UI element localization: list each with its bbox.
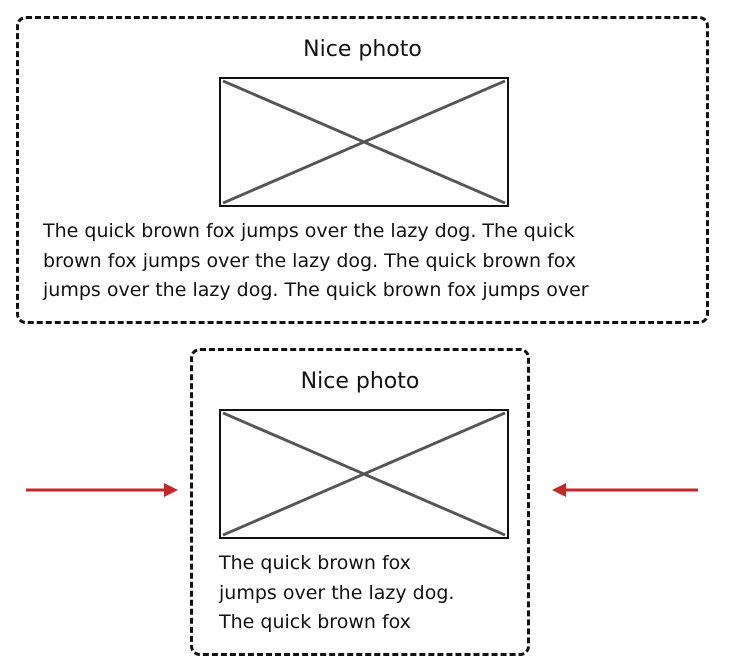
wide-card: Nice photo The quick brown fox jumps ove… bbox=[16, 16, 709, 324]
arrow-right-icon bbox=[26, 483, 178, 497]
body-line: The quick brown fox jumps over the lazy … bbox=[43, 220, 575, 242]
card-body-text: The quick brown fox jumps over the lazy … bbox=[43, 217, 589, 306]
arrow-left-icon bbox=[552, 483, 698, 497]
card-title: Nice photo bbox=[300, 369, 420, 394]
photo-placeholder bbox=[219, 409, 509, 539]
body-line: The quick brown fox bbox=[219, 552, 411, 574]
body-line: jumps over the lazy dog. bbox=[219, 581, 455, 604]
image-placeholder-icon bbox=[222, 411, 506, 537]
body-line: brown fox jumps over the lazy dog. The q… bbox=[43, 249, 577, 272]
narrow-card: Nice photo The quick brown fox jumps ove… bbox=[190, 348, 530, 656]
image-placeholder-icon bbox=[222, 79, 506, 205]
body-line: jumps over the lazy dog. The quick brown… bbox=[43, 279, 589, 301]
card-body-text: The quick brown fox jumps over the lazy … bbox=[219, 549, 454, 638]
card-title: Nice photo bbox=[303, 37, 422, 62]
photo-placeholder bbox=[219, 77, 509, 207]
body-line: The quick brown fox bbox=[219, 611, 411, 633]
